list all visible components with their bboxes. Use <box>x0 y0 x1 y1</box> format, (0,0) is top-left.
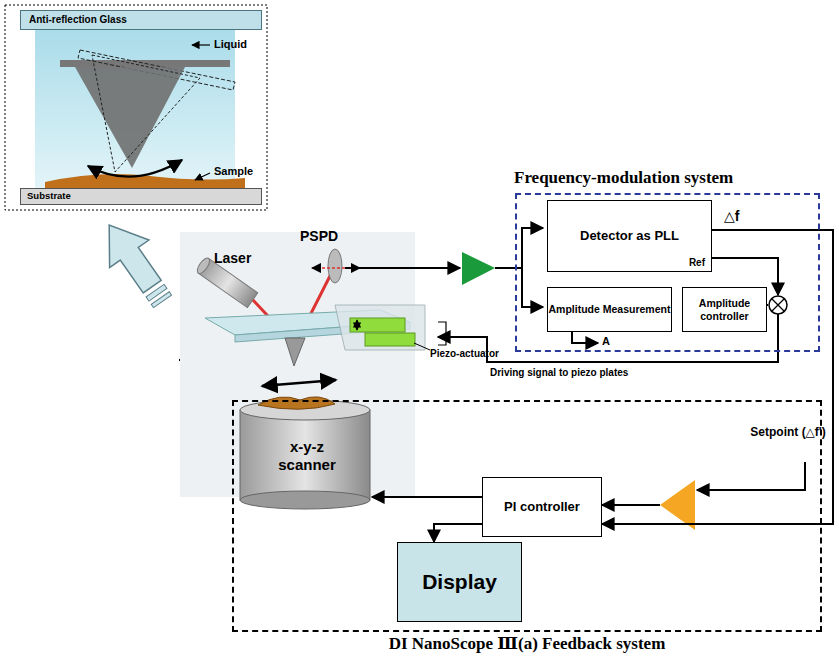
signal-wires <box>697 462 805 490</box>
laser <box>195 256 212 275</box>
node-text: Anti-reflection Glass <box>29 14 127 26</box>
text-label: Sample <box>214 165 253 178</box>
node-subtext: Ref <box>689 257 705 269</box>
system-region: DI NanoScope Ⅲ(a) Feedback systemPI cont… <box>232 400 822 632</box>
liquid <box>35 30 235 188</box>
signal-wires <box>772 299 784 311</box>
text-label: Setpoint (△f') <box>748 426 828 440</box>
signal-wires <box>522 268 543 307</box>
process-box: Amplitude controller <box>682 287 767 332</box>
signal-wires <box>438 322 446 345</box>
process-box: Amplitude Measurement <box>547 287 672 332</box>
text-label: Piezo-actuator <box>430 348 499 360</box>
oscillation-arrow <box>88 160 182 177</box>
inset-view <box>5 5 267 210</box>
node-text: PI controller <box>504 500 580 515</box>
tip-deflected <box>92 55 200 172</box>
text-label: Liquid <box>214 38 247 51</box>
text-label: Laser <box>214 250 251 266</box>
signal-wires <box>769 296 787 314</box>
pspd <box>328 249 342 283</box>
node-text: Amplitude Measurement <box>549 303 671 315</box>
node-text: DI NanoScope Ⅲ(a) Feedback system <box>234 633 820 654</box>
substrate-plate: Substrate <box>20 188 262 205</box>
tip <box>285 338 305 366</box>
signal-wires <box>602 504 660 506</box>
process-box: Detector as PLL Ref <box>547 200 712 272</box>
node-text: Detector as PLL <box>580 229 679 244</box>
scan-motion <box>262 380 336 386</box>
scanner-cylinder: x-y-z scanner <box>242 404 372 507</box>
zoom-arrow <box>90 211 183 315</box>
signal-connector <box>434 524 482 542</box>
zoom-arrow <box>151 292 171 308</box>
piezo-plate <box>350 318 405 332</box>
node-text: Substrate <box>27 191 71 202</box>
tip <box>75 67 185 168</box>
zoom-arrow <box>90 211 172 300</box>
piezo-motion <box>356 320 357 330</box>
text-label: Driving signal to piezo plates <box>490 367 628 379</box>
process-box: PI controller <box>482 477 602 537</box>
signal-connector <box>602 230 833 524</box>
leader-line <box>192 44 210 45</box>
setup-panel <box>180 232 415 497</box>
signal-wires <box>345 267 460 269</box>
signal-wires <box>495 228 543 268</box>
signal-wires <box>462 252 495 285</box>
glass-plate: Anti-reflection Glass <box>20 10 262 30</box>
node-text: Amplitude controller <box>690 297 760 321</box>
piezo-plate <box>365 333 415 346</box>
scanner-cylinder <box>240 410 370 500</box>
edge-label: △f <box>722 208 741 224</box>
text-label: PSPD <box>300 228 338 244</box>
leader-line <box>414 343 430 350</box>
scanner-cylinder <box>240 491 370 509</box>
node-text: x-y-z scanner <box>267 438 347 473</box>
scanner-cylinder <box>240 397 370 509</box>
inset-frame <box>5 5 267 210</box>
display-box: Display <box>397 542 522 622</box>
scanner-cylinder <box>258 397 335 409</box>
node-text: Display <box>422 570 497 594</box>
node-text: Frequency-modulation system <box>514 168 733 188</box>
holder <box>335 305 425 350</box>
text-label: A <box>602 335 610 348</box>
signal-connector <box>372 496 482 498</box>
leader-line <box>195 173 210 180</box>
signal-wires <box>660 480 695 530</box>
system-region: Frequency-modulation systemDetector as P… <box>515 193 820 352</box>
